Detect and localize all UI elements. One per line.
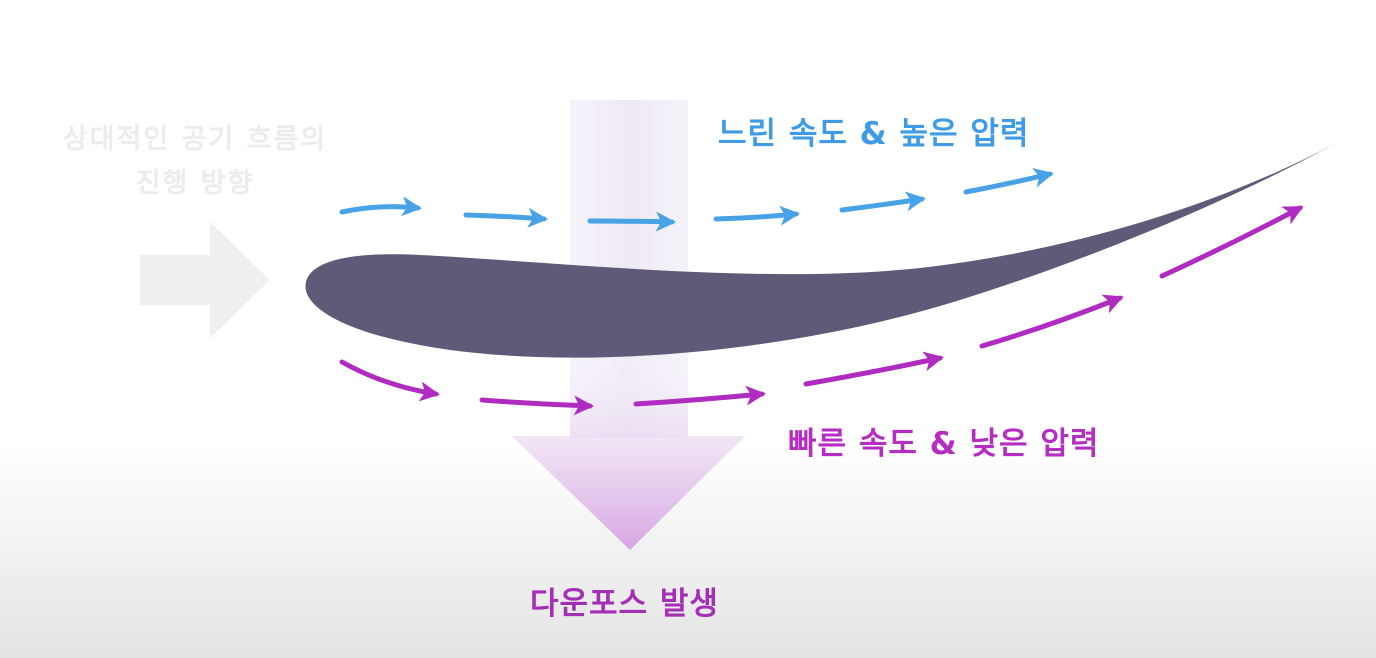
flow-arrow-icon (713, 205, 800, 226)
flow-arrow-icon (479, 395, 594, 416)
flow-arrow-icon (339, 196, 422, 217)
upper-flow-arrows (339, 167, 1054, 232)
flow-arrow-icon (339, 359, 440, 402)
airflow-direction-line2: 진행 방향 (135, 168, 255, 199)
lower-flow-arrows (339, 205, 1304, 416)
flow-arrow-icon (803, 351, 944, 387)
wing-profile (305, 142, 1338, 358)
right-arrow-icon (140, 222, 270, 338)
flow-arrow-icon (587, 211, 676, 232)
lower-surface-label: 빠른 속도 & 낮은 압력 (788, 426, 1100, 462)
airflow-direction-caption: 상대적인 공기 흐름의 진행 방향 (30, 118, 360, 206)
flow-arrow-icon (463, 207, 548, 228)
flow-arrow-icon (1159, 205, 1304, 279)
upper-surface-label: 느린 속도 & 높은 압력 (718, 116, 1030, 152)
flow-arrow-icon (839, 191, 926, 213)
flow-arrow-icon (963, 167, 1054, 195)
downforce-label: 다운포스 발생 (530, 586, 719, 622)
airflow-direction-line1: 상대적인 공기 흐름의 (62, 124, 328, 155)
flow-arrow-icon (633, 385, 766, 407)
flow-arrow-icon (979, 294, 1124, 349)
